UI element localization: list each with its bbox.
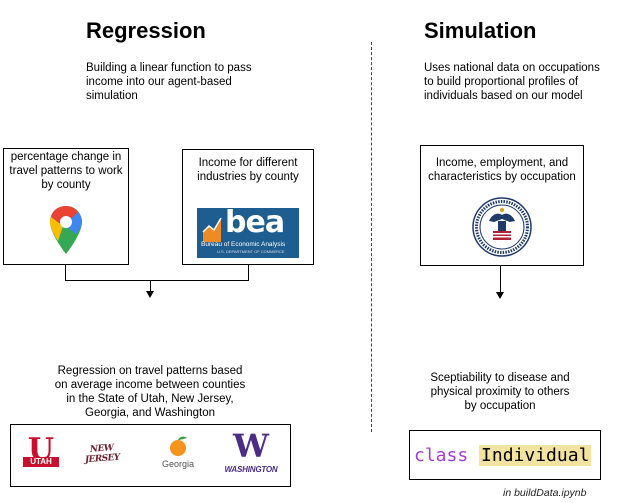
regression-description: Building a linear function to pass incom…	[86, 62, 252, 102]
simulation-title: Simulation	[424, 18, 537, 43]
travel-patterns-box: percentage change in travel patterns to …	[3, 148, 129, 265]
washington-logo: W WASHINGTON	[224, 427, 278, 474]
occupation-data-box: Income, employment, and characteristics …	[420, 145, 584, 266]
arrow-down-icon	[146, 291, 154, 298]
notebook-caption: in buildData.ipynb	[503, 487, 587, 499]
regression-result-text: Regression on travel patterns based on a…	[54, 365, 246, 419]
class-keyword: class	[414, 445, 469, 466]
connector-left	[65, 265, 66, 280]
travel-patterns-label: percentage change in travel patterns to …	[9, 151, 123, 191]
class-individual-box: class Individual	[409, 430, 601, 480]
industry-income-box: Income for different industries by count…	[182, 149, 314, 265]
arrow-down-icon	[496, 292, 504, 299]
class-definition-code: class Individual	[414, 445, 592, 466]
simulation-result-text: Sceptiability to disease and physical pr…	[430, 372, 570, 412]
regression-title: Regression	[86, 18, 206, 43]
google-maps-icon	[48, 204, 84, 256]
bea-logo-subtitle: Bureau of Economic Analysis	[201, 241, 286, 248]
bea-logo-subtitle-2: U.S. DEPARTMENT OF COMMERCE	[217, 249, 285, 254]
industry-income-label: Income for different industries by count…	[197, 157, 299, 183]
section-divider	[371, 42, 372, 432]
utah-logo: U UTAH	[23, 432, 59, 475]
occupation-data-label: Income, employment, and characteristics …	[428, 157, 576, 183]
georgia-logo: Georgia	[156, 435, 200, 479]
simulation-connector	[500, 266, 501, 293]
connector-right	[248, 265, 249, 280]
connector-horizontal	[65, 280, 249, 281]
department-of-labor-seal-icon	[472, 197, 532, 257]
connector-down	[150, 280, 151, 292]
class-name: Individual	[479, 445, 592, 466]
bea-logo: bea Bureau of Economic Analysis U.S. DEP…	[197, 208, 299, 258]
bea-logo-text: bea	[225, 208, 285, 240]
simulation-description: Uses national data on occupations to bui…	[424, 62, 600, 102]
state-logos-box: U UTAH NEW JERSEY Georgia W WASHINGTON	[10, 424, 291, 487]
new-jersey-logo: NEW JERSEY	[84, 443, 121, 466]
